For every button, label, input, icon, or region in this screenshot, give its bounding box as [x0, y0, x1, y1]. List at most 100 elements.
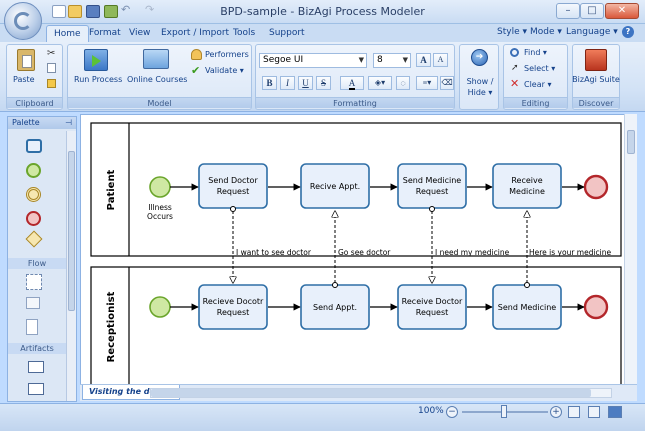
style-menu[interactable]: Style ▾	[497, 27, 527, 37]
online-courses-button[interactable]: Online Courses	[127, 75, 188, 84]
grow-font-button[interactable]: A	[416, 53, 431, 67]
palette-title: Palette	[8, 117, 76, 129]
task-recieve-docotr-request[interactable]: Recieve Docotr Request	[198, 284, 268, 330]
message-flow-origin	[429, 206, 435, 212]
association-tool[interactable]	[26, 319, 38, 335]
bizagi-suite-button[interactable]: BizAgi Suite	[572, 75, 620, 84]
font-family-combo[interactable]: Segoe UI▼	[259, 53, 367, 68]
align-icon: ≡	[422, 78, 428, 87]
palette-panel: Palette ⊣ Flow Artifacts	[7, 116, 77, 402]
new-file-icon[interactable]	[52, 5, 66, 18]
intermediate-event-tool[interactable]	[26, 187, 41, 202]
zoom-in-icon[interactable]: +	[550, 406, 562, 418]
font-size-combo[interactable]: 8▼	[373, 53, 411, 68]
show-hide-button[interactable]: Show / Hide ▾	[466, 77, 494, 97]
clear-label: Clear	[524, 80, 545, 89]
palette-scroll-thumb[interactable]	[68, 151, 75, 311]
help-icon[interactable]: ?	[622, 26, 634, 38]
language-menu[interactable]: Language ▾	[566, 27, 618, 37]
message-label-3: I need my medicine	[435, 248, 510, 257]
fit-page-icon[interactable]	[568, 406, 580, 418]
clipboard-group: Paste ✂ Clipboard	[6, 44, 63, 110]
canvas-vertical-scrollbar[interactable]	[624, 114, 637, 390]
task-send-appt[interactable]: Send Appt.	[300, 284, 370, 330]
palette-scrollbar[interactable]	[66, 131, 76, 401]
status-bar	[0, 403, 645, 431]
tab-format[interactable]: Format	[89, 28, 121, 38]
italic-button[interactable]: I	[280, 76, 295, 90]
start-event-patient[interactable]	[149, 176, 171, 198]
task-receive-doctor-request[interactable]: Receive Doctor Request	[397, 284, 467, 330]
tab-view[interactable]: View	[129, 28, 151, 38]
start-event-receptionist[interactable]	[149, 296, 171, 318]
start-event-tool[interactable]	[26, 163, 41, 178]
run-process-icon	[84, 49, 108, 71]
line-style-button[interactable]: ◌	[396, 76, 410, 90]
task-label: Request	[416, 187, 449, 196]
canvas-scroll-thumb[interactable]	[627, 130, 635, 154]
task-receive-medicine[interactable]: Receive Medicine	[492, 163, 562, 209]
bold-button[interactable]: B	[262, 76, 277, 90]
zoom-out-icon[interactable]: −	[446, 406, 458, 418]
task-send-medicine[interactable]: Send Medicine	[492, 284, 562, 330]
clear-button[interactable]: Clear ▾	[524, 80, 552, 89]
run-icon[interactable]	[104, 5, 118, 18]
end-event-patient[interactable]	[583, 174, 609, 200]
validate-check-icon: ✔	[191, 64, 201, 77]
font-size-value: 8	[377, 55, 383, 65]
font-color-icon: A	[348, 78, 356, 90]
validate-button[interactable]: Validate ▾	[205, 66, 244, 75]
clear-format-button[interactable]: ⌫	[440, 76, 454, 90]
tab-tools[interactable]: Tools	[233, 28, 256, 38]
mode-menu[interactable]: Mode ▾	[530, 27, 562, 37]
end-event-tool[interactable]	[26, 211, 41, 226]
application-menu-button[interactable]	[4, 2, 42, 40]
performers-button[interactable]: Performers	[205, 50, 249, 59]
message-flow-tool[interactable]	[26, 297, 40, 309]
tab-home[interactable]: Home	[46, 25, 89, 42]
shrink-font-button[interactable]: A	[433, 53, 448, 67]
select-button[interactable]: Select ▾	[524, 64, 556, 73]
task-send-doctor-request[interactable]: Send Doctor Request	[198, 163, 268, 209]
align-button[interactable]: ≡▾	[416, 76, 438, 90]
minimize-button[interactable]: –	[556, 3, 580, 19]
task-label: Send Medicine	[403, 176, 462, 185]
copy-icon[interactable]	[47, 63, 56, 73]
find-button[interactable]: Find ▾	[524, 48, 547, 57]
lane-label-patient: Patient	[106, 169, 117, 210]
full-screen-icon[interactable]	[608, 406, 622, 418]
pool-tool[interactable]	[28, 361, 44, 373]
pin-icon[interactable]: ⊣	[65, 118, 72, 127]
open-folder-icon[interactable]	[68, 5, 82, 18]
maximize-button[interactable]: □	[580, 3, 604, 19]
sequence-flow-tool[interactable]	[26, 274, 42, 290]
redo-icon[interactable]: ↷	[145, 3, 155, 16]
zoom-search-icon[interactable]	[588, 406, 600, 418]
canvas-horizontal-scrollbar[interactable]	[150, 388, 612, 398]
task-shape-tool[interactable]	[26, 139, 42, 153]
close-button[interactable]: ✕	[605, 3, 639, 19]
format-painter-icon[interactable]	[47, 79, 56, 88]
run-process-button[interactable]: Run Process	[74, 75, 123, 84]
end-event-receptionist[interactable]	[583, 294, 609, 320]
horizontal-scroll-thumb[interactable]	[151, 389, 591, 397]
fill-color-button[interactable]: ◈▾	[368, 76, 392, 90]
zoom-slider-thumb[interactable]	[501, 405, 507, 418]
task-recive-appt[interactable]: Recive Appt.	[300, 163, 370, 209]
task-send-medicine-request[interactable]: Send Medicine Request	[397, 163, 467, 209]
lane-tool[interactable]	[28, 383, 44, 395]
underline-button[interactable]: U	[298, 76, 313, 90]
tab-export-import[interactable]: Export / Import	[161, 28, 230, 38]
font-color-button[interactable]: A	[340, 76, 364, 90]
paste-button[interactable]: Paste	[13, 75, 35, 84]
diagram-canvas[interactable]: Patient Receptionist Illness Occurs Send…	[80, 114, 637, 390]
cut-icon[interactable]: ✂	[47, 48, 56, 59]
find-icon	[510, 48, 519, 57]
process-diagram[interactable]: Patient Receptionist Illness Occurs Send…	[81, 115, 637, 390]
gateway-tool[interactable]	[25, 230, 43, 248]
undo-icon[interactable]: ↶	[121, 3, 131, 16]
save-icon[interactable]	[86, 5, 100, 18]
show-hide-icon: ➔	[471, 49, 488, 66]
tab-support[interactable]: Support	[269, 28, 305, 38]
strikethrough-button[interactable]: S	[316, 76, 331, 90]
